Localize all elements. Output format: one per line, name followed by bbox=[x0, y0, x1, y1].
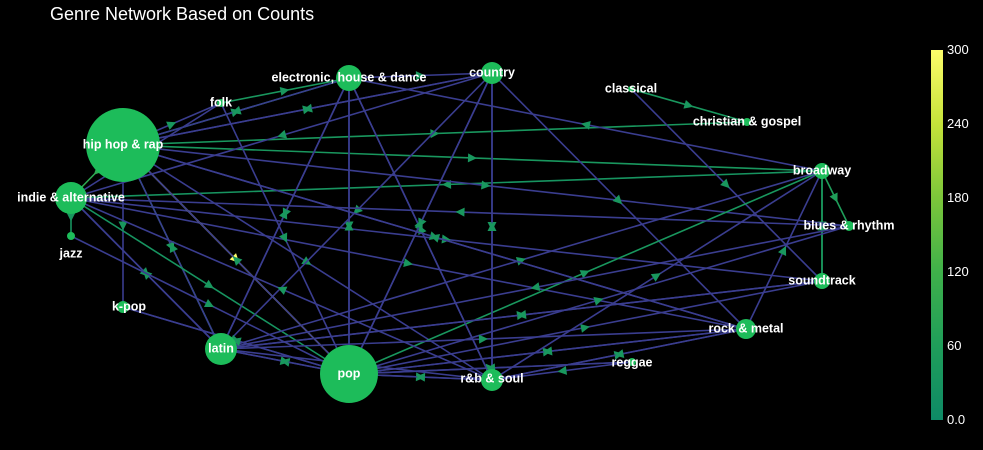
edge-arrow-electronic-hiphop bbox=[231, 105, 242, 115]
node-kpop[interactable] bbox=[117, 301, 129, 313]
edge-arrow-jazz-pop bbox=[203, 298, 215, 308]
edge-arrow-rock-rnb bbox=[614, 349, 625, 359]
node-label-rock: rock & metal bbox=[708, 321, 783, 335]
node-christian[interactable] bbox=[743, 118, 751, 126]
node-label-reggae: reggae bbox=[612, 355, 653, 369]
node-soundtrack[interactable] bbox=[814, 273, 830, 289]
edge-arrow-indie-soundtrack bbox=[441, 234, 451, 244]
node-classical[interactable] bbox=[628, 86, 634, 92]
colorbar-tick: 120 bbox=[947, 264, 969, 279]
node-label-classical: classical bbox=[605, 81, 657, 95]
edge-arrow-hiphop-rnb bbox=[301, 256, 312, 265]
edge-arrow-rnb-pop bbox=[416, 372, 426, 382]
edge-arrow-folk-electronic bbox=[279, 86, 290, 96]
node-label-christian: christian & gospel bbox=[693, 114, 801, 128]
node-indie[interactable] bbox=[55, 182, 87, 214]
colorbar-tick: 180 bbox=[947, 190, 969, 205]
edge-arrow-rnb-indie bbox=[277, 286, 288, 295]
node-pop[interactable] bbox=[320, 345, 378, 403]
edge-arrow-latin-pop bbox=[279, 356, 290, 366]
edge-arrow-indie-jazz bbox=[66, 212, 76, 222]
node-country[interactable] bbox=[481, 62, 503, 84]
edge-arrow-latin-rock bbox=[478, 334, 488, 344]
node-rock[interactable] bbox=[736, 319, 756, 339]
edge-arrow-classical-soundtrack bbox=[720, 178, 730, 189]
node-label-kpop: k-pop bbox=[112, 299, 146, 313]
node-reggae[interactable] bbox=[628, 358, 636, 366]
colorbar: 0.0 60 120 180 240 300 bbox=[931, 42, 969, 427]
colorbar-tick: 300 bbox=[947, 42, 969, 57]
node-latin[interactable] bbox=[205, 333, 237, 365]
labels-layer: hip hop & rap indie & alternative jazz folk… bbox=[17, 65, 894, 385]
edge-arrow-rock-broadway bbox=[777, 245, 787, 257]
edge-arrow-blues-indie bbox=[455, 207, 465, 217]
edge-arrow-rnb-broadway bbox=[650, 273, 661, 282]
colorbar-gradient bbox=[931, 50, 943, 420]
edge-arrow-electronic-country bbox=[415, 71, 425, 81]
edge-arrow-pop-kpop bbox=[231, 337, 242, 347]
node-label-rnb: r&b & soul bbox=[460, 371, 523, 385]
edge-arrow-hiphop-folk bbox=[166, 121, 177, 130]
edge-arrow-pop-country bbox=[414, 219, 423, 230]
node-label-folk: folk bbox=[210, 95, 232, 109]
colorbar-tick: 240 bbox=[947, 116, 969, 131]
node-electronic[interactable] bbox=[336, 65, 362, 91]
edge-arrow-hiphop-country bbox=[302, 105, 312, 115]
edge-arrow-country-indie bbox=[277, 129, 288, 139]
edge-arrow-hiphop-kpop bbox=[118, 221, 128, 231]
node-folk[interactable] bbox=[217, 99, 225, 107]
nodes-layer bbox=[55, 62, 854, 403]
node-label-jazz: jazz bbox=[59, 246, 83, 260]
edge-arrow-indie-rock bbox=[403, 258, 413, 268]
edge-arrow-latin-broadway bbox=[515, 256, 526, 266]
edge-arrow-broadway-blues bbox=[829, 192, 838, 203]
edge-arrow-pop-hiphop bbox=[232, 256, 243, 266]
node-label-pop: pop bbox=[338, 366, 361, 380]
edge-arrow-soundtrack-latin bbox=[517, 310, 527, 319]
edge-arrow-hiphop-broadway bbox=[467, 153, 477, 163]
edge-arrow-indie-pop bbox=[203, 279, 214, 289]
node-label-latin: latin bbox=[208, 341, 234, 355]
colorbar-tick: 0.0 bbox=[947, 412, 965, 427]
edge-arrow-pop-soundtrack bbox=[580, 323, 590, 333]
node-label-country: country bbox=[469, 65, 515, 79]
edge-arrow-blues-latin bbox=[530, 282, 541, 292]
edge-arrow-broadway-electronic bbox=[581, 120, 591, 130]
edge-arrow-hiphop-christian bbox=[430, 129, 440, 139]
edge-arrow-pop-electronic bbox=[344, 221, 354, 231]
edge-arrow-reggae-rnb bbox=[557, 365, 568, 375]
node-label-blues: blues & rhythm bbox=[804, 218, 895, 232]
node-label-broadway: broadway bbox=[793, 163, 851, 177]
node-blues[interactable] bbox=[844, 221, 854, 231]
colorbar-tick: 60 bbox=[947, 338, 961, 353]
node-label-indie: indie & alternative bbox=[17, 190, 125, 204]
edge-arrow-pop-broadway bbox=[579, 270, 590, 279]
node-label-soundtrack: soundtrack bbox=[788, 273, 855, 287]
edge-arrow-pop-blues bbox=[593, 296, 604, 306]
edge-arrow-rock-hiphop bbox=[430, 233, 441, 243]
edge-arrow-folk-pop bbox=[279, 232, 288, 243]
edge-arrow-latin-hiphop bbox=[169, 242, 179, 254]
node-rnb[interactable] bbox=[481, 369, 503, 391]
edge-arrow-country-rock bbox=[612, 194, 623, 205]
edges-layer bbox=[66, 71, 850, 382]
edge-arrow-latin-electronic bbox=[279, 209, 288, 220]
node-hiphop[interactable] bbox=[86, 108, 160, 182]
chart-title: Genre Network Based on Counts bbox=[50, 4, 315, 24]
edge-arrow-hiphop-blues bbox=[481, 180, 491, 190]
node-label-electronic: electronic, house & dance bbox=[272, 70, 427, 84]
edge-arrow-country-latin bbox=[353, 204, 363, 215]
node-jazz[interactable] bbox=[67, 232, 75, 240]
node-label-hiphop: hip hop & rap bbox=[83, 137, 164, 151]
node-broadway[interactable] bbox=[814, 163, 830, 179]
edge-arrow-classical-christian bbox=[683, 99, 694, 109]
edge-arrow-rock-pop bbox=[543, 346, 553, 356]
edge-arrow-rnb-country bbox=[487, 222, 497, 231]
